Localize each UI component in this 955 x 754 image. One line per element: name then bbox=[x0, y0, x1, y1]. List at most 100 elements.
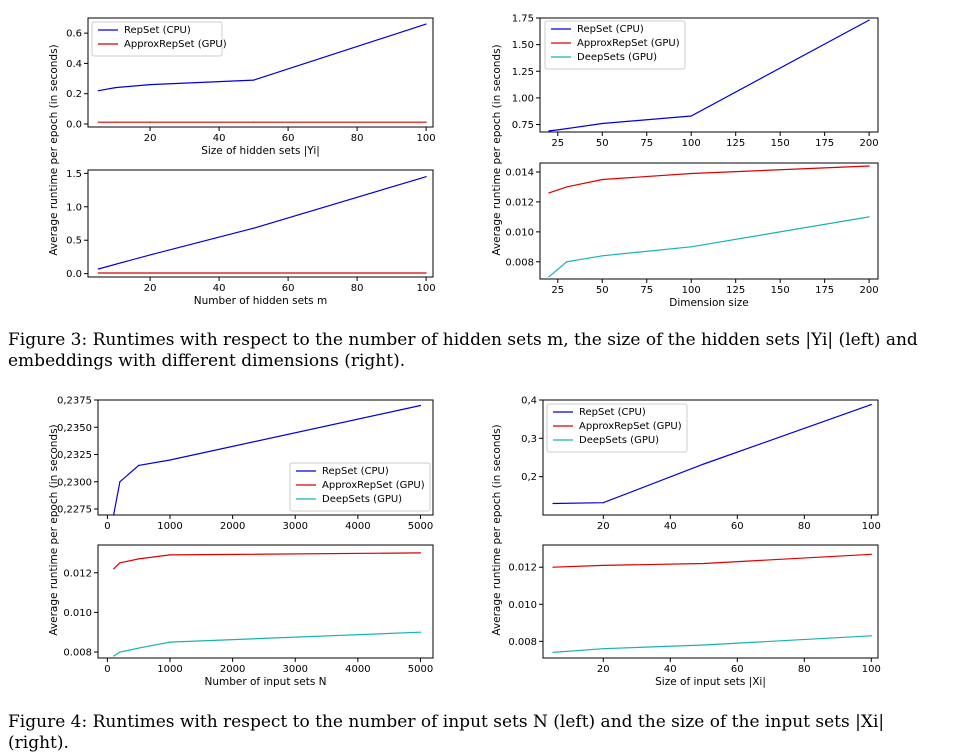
plot-frame bbox=[539, 17, 879, 133]
x-tick-label: 0 bbox=[104, 521, 110, 532]
y-tick-label: 0.008 bbox=[505, 257, 534, 268]
x-tick-label: 60 bbox=[731, 521, 744, 532]
y-tick-label: 0.008 bbox=[63, 648, 92, 659]
x-tick-label: 40 bbox=[213, 133, 226, 144]
x-tick-label: 80 bbox=[798, 521, 811, 532]
legend-label: ApproxRepSet (GPU) bbox=[579, 421, 682, 432]
plot-frame bbox=[97, 399, 434, 516]
y-tick-label: 0.2 bbox=[66, 89, 82, 100]
legend-label: DeepSets (GPU) bbox=[577, 52, 657, 63]
x-tick-label: 0 bbox=[104, 664, 110, 675]
x-tick-label: 1000 bbox=[157, 521, 182, 532]
x-tick-label: 20 bbox=[597, 664, 610, 675]
data-point bbox=[138, 558, 140, 560]
data-point bbox=[552, 566, 554, 568]
x-tick-label: 40 bbox=[664, 664, 677, 675]
y-tick-label: 0.012 bbox=[508, 563, 537, 574]
x-tick-label: 1000 bbox=[157, 664, 182, 675]
data-point bbox=[253, 227, 255, 229]
x-tick-label: 40 bbox=[213, 283, 226, 294]
x-tick-label: 20 bbox=[144, 133, 157, 144]
data-point bbox=[703, 562, 705, 565]
x-tick-label: 200 bbox=[860, 285, 879, 296]
y-tick-label: 0.010 bbox=[508, 600, 537, 611]
y-tick-label: 0,2275 bbox=[57, 505, 92, 516]
data-point bbox=[557, 189, 559, 191]
x-tick-label: 4000 bbox=[345, 664, 370, 675]
x-tick-label: 80 bbox=[351, 133, 364, 144]
legend-label: RepSet (CPU) bbox=[322, 466, 389, 477]
data-point bbox=[870, 404, 872, 406]
x-tick-label: 100 bbox=[862, 521, 881, 532]
x-tick-label: 3000 bbox=[283, 664, 308, 675]
y-tick-label: 0,2375 bbox=[57, 396, 92, 407]
x-axis-label: Size of hidden sets |Yi| bbox=[201, 145, 320, 157]
x-axis-label: Dimension size bbox=[669, 297, 749, 309]
series-line bbox=[552, 553, 872, 568]
figure-3-caption: Figure 3: Runtimes with respect to the n… bbox=[8, 330, 918, 371]
data-point bbox=[113, 568, 115, 570]
legend-label: DeepSets (GPU) bbox=[322, 494, 402, 505]
data-point bbox=[870, 553, 872, 555]
x-tick-label: 100 bbox=[417, 283, 436, 294]
y-tick-label: 0.010 bbox=[505, 227, 534, 238]
series-line bbox=[113, 552, 421, 570]
legend-label: RepSet (CPU) bbox=[577, 24, 644, 35]
x-tick-label: 5000 bbox=[408, 521, 433, 532]
plot-frame bbox=[87, 169, 434, 278]
x-tick-label: 150 bbox=[771, 285, 790, 296]
legend-label: ApproxRepSet (GPU) bbox=[322, 480, 425, 491]
y-tick-label: 1.0 bbox=[66, 202, 82, 213]
y-axis-label: Average runtime per epoch (in seconds) bbox=[48, 424, 60, 635]
x-tick-label: 200 bbox=[860, 138, 879, 149]
data-point bbox=[548, 192, 550, 194]
x-tick-label: 60 bbox=[282, 283, 295, 294]
legend-box bbox=[91, 21, 223, 57]
x-tick-label: 3000 bbox=[283, 521, 308, 532]
series-line bbox=[98, 176, 427, 270]
legend-label: ApproxRepSet (GPU) bbox=[577, 38, 680, 49]
x-tick-label: 20 bbox=[597, 521, 610, 532]
y-tick-label: 0.010 bbox=[63, 608, 92, 619]
y-tick-label: 1.00 bbox=[512, 93, 534, 104]
data-point bbox=[557, 129, 559, 131]
data-point bbox=[97, 272, 99, 274]
x-tick-label: 60 bbox=[282, 133, 295, 144]
y-axis-label: Average runtime per epoch (in seconds) bbox=[491, 44, 503, 255]
legend-label: ApproxRepSet (GPU) bbox=[124, 39, 227, 50]
x-tick-label: 100 bbox=[862, 664, 881, 675]
data-point bbox=[169, 641, 171, 643]
data-point bbox=[253, 272, 255, 274]
data-point bbox=[601, 122, 603, 125]
figure-4-caption: Figure 4: Runtimes with respect to the n… bbox=[8, 712, 885, 753]
data-point bbox=[253, 79, 255, 81]
data-point bbox=[703, 644, 705, 646]
x-tick-label: 5000 bbox=[408, 664, 433, 675]
data-point bbox=[149, 254, 151, 256]
y-tick-label: 0.012 bbox=[505, 197, 534, 208]
data-point bbox=[97, 268, 99, 270]
legend-label: RepSet (CPU) bbox=[579, 407, 646, 418]
y-tick-label: 0,2300 bbox=[57, 477, 92, 488]
y-tick-label: 0,2 bbox=[521, 472, 537, 483]
x-tick-label: 60 bbox=[731, 664, 744, 675]
x-tick-label: 75 bbox=[640, 285, 653, 296]
data-point bbox=[690, 115, 692, 117]
data-point bbox=[690, 246, 692, 248]
legend-box bbox=[289, 462, 431, 512]
data-point bbox=[119, 481, 121, 483]
x-tick-label: 175 bbox=[815, 285, 834, 296]
data-point bbox=[113, 655, 115, 657]
legend: RepSet (CPU)ApproxRepSet (GPU)DeepSets (… bbox=[546, 403, 688, 453]
y-tick-label: 0.6 bbox=[66, 29, 82, 40]
data-point bbox=[548, 130, 550, 132]
x-axis-label: Size of input sets |Xi| bbox=[655, 676, 766, 688]
y-tick-label: 0.4 bbox=[66, 59, 82, 70]
data-point bbox=[149, 84, 151, 86]
x-tick-label: 50 bbox=[596, 138, 609, 149]
y-tick-label: 0.75 bbox=[512, 120, 534, 131]
data-point bbox=[868, 19, 870, 21]
